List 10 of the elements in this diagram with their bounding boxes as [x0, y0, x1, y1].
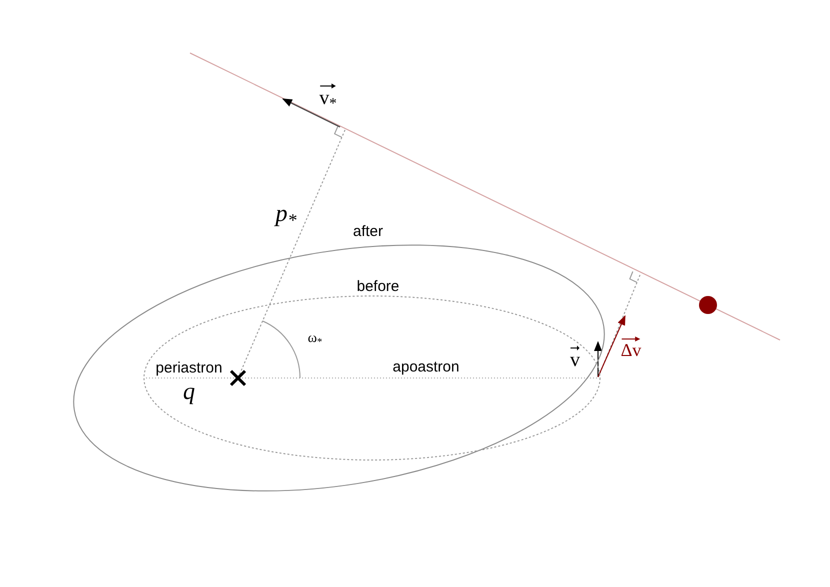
orbit-label: after: [353, 222, 383, 242]
impact-parameter-label: p$_{*}$: [276, 202, 296, 226]
velocity-label: v: [570, 350, 580, 370]
velocity-change-label: Δv: [620, 341, 642, 359]
distance-label: q: [183, 380, 195, 404]
angle-label: ω$_{*}$: [308, 332, 322, 346]
orbit-label: before: [356, 276, 400, 297]
velocity-label: v$_{*}$: [319, 88, 337, 108]
periastron-label: periastron: [156, 360, 222, 376]
apoastron-label: apoastron: [392, 360, 460, 374]
